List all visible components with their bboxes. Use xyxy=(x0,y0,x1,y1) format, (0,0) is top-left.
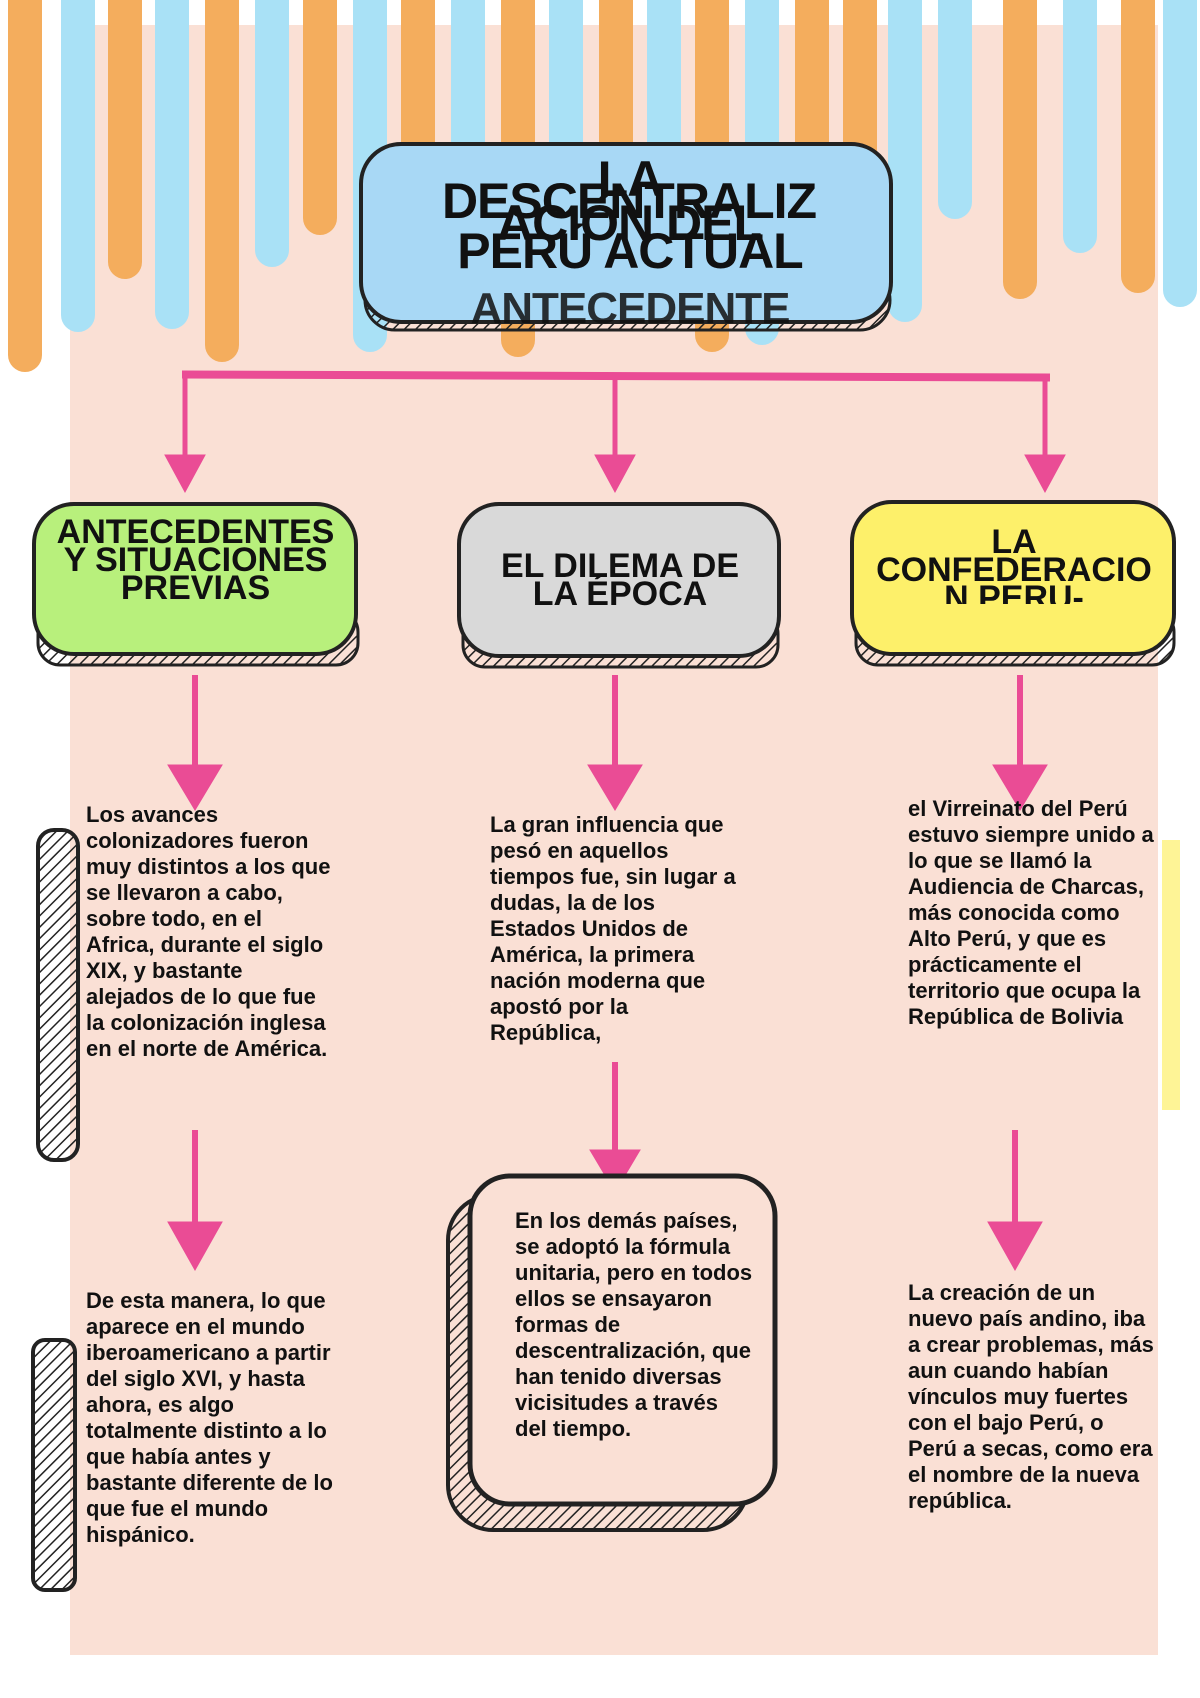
heading-line: Y SITUACIONES xyxy=(63,541,328,579)
title-line-3: ACIÓN DEL xyxy=(497,195,764,251)
desc-col2-2: En los demás países, se adoptó la fórmul… xyxy=(515,1208,753,1441)
title-box xyxy=(359,142,893,332)
heading-line: EL DILEMA DE xyxy=(500,547,740,585)
heading-line: LA ÉPOCA xyxy=(532,575,708,613)
arrow-down-icon xyxy=(1024,380,1066,494)
arrow-down-icon xyxy=(587,675,643,811)
desc-col3-1: el Virreinato del Perú estuvo siempre un… xyxy=(908,796,1154,1029)
title-line-2: LA xyxy=(597,151,664,207)
node-confederacion-label: LA CONFEDERACIO N PERU- xyxy=(848,523,1180,604)
desc-col2-1: La gran influencia que pesó en aquellos … xyxy=(490,812,736,1045)
arrow-down-icon xyxy=(167,675,223,811)
arrow-down-icon xyxy=(594,378,636,494)
heading-line: LA xyxy=(991,523,1037,561)
decorative-frame-left xyxy=(36,828,80,1162)
title-line-1: DESCENTRALIZ xyxy=(441,173,817,229)
decorative-frame-left-2 xyxy=(31,1338,77,1592)
heading-line: ANTECEDENTES xyxy=(56,513,335,551)
node-antecedentes-label: ANTECEDENTES Y SITUACIONES PREVIAS xyxy=(28,513,363,607)
heading-line: CONFEDERACIO xyxy=(876,551,1152,589)
title-underlay: ANTECEDENTE xyxy=(470,284,790,333)
node-dilema-label: EL DILEMA DE LA ÉPOCA xyxy=(455,547,785,613)
desc-col1-1: Los avances colonizadores fueron muy dis… xyxy=(86,802,331,1061)
arrow-down-icon xyxy=(167,1130,223,1272)
node-confederacion: LA CONFEDERACIO N PERU- xyxy=(848,498,1180,667)
node-antecedentes: ANTECEDENTES Y SITUACIONES PREVIAS xyxy=(28,500,363,667)
arrow-down-icon xyxy=(589,1062,641,1193)
arrow-down-icon xyxy=(987,1130,1043,1272)
desc-col3-2: La creación de un nuevo país andino, iba… xyxy=(908,1280,1154,1513)
heading-line: PREVIAS xyxy=(120,569,271,607)
framed-box-middle xyxy=(446,1173,778,1532)
arrow-down-icon xyxy=(992,675,1048,811)
arrow-down-icon xyxy=(164,378,206,494)
title-line-4: PERÚ ACTUAL xyxy=(457,223,803,279)
desc-col1-2: De esta manera, lo que aparece en el mun… xyxy=(86,1288,333,1547)
node-dilema: EL DILEMA DE LA ÉPOCA xyxy=(455,500,785,669)
decorative-frame-right xyxy=(1162,840,1180,1110)
heading-line: N PERU- xyxy=(944,584,1084,604)
